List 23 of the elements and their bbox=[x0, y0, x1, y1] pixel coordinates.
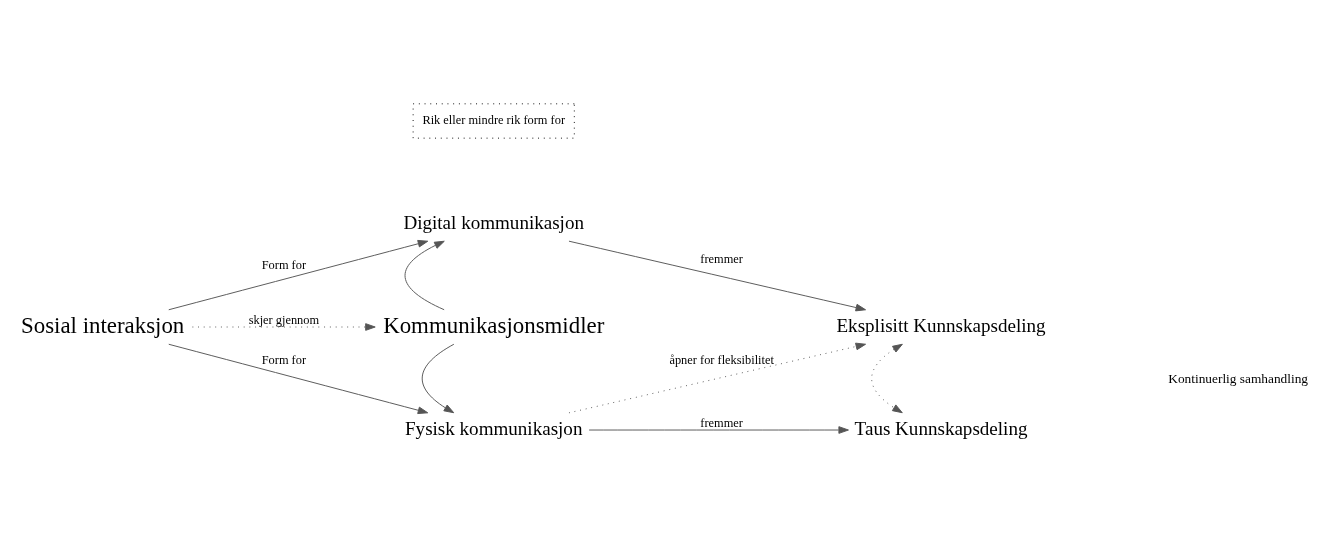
node-box: Rik eller mindre rik form for bbox=[412, 103, 575, 139]
arrow bbox=[568, 342, 867, 414]
edge-label: åpner for fleksibilitet bbox=[669, 352, 774, 367]
edge-label: fremmer bbox=[700, 252, 743, 267]
edge-label: Form for bbox=[261, 258, 307, 273]
node-text: Digital kommunikasjon bbox=[403, 211, 584, 233]
node-text: Sosial interaksjon bbox=[21, 312, 185, 338]
node-text: Eksplisitt Kunnskapsdeling bbox=[836, 314, 1046, 336]
arrow bbox=[404, 240, 445, 311]
arrow bbox=[588, 426, 849, 434]
arrow bbox=[168, 239, 429, 311]
arrow bbox=[568, 240, 867, 312]
edge-label: skjer gjennom bbox=[248, 312, 320, 327]
edge-label: Form for bbox=[261, 352, 307, 367]
node-text: Fysisk kommunikasjon bbox=[405, 417, 583, 439]
arrow bbox=[168, 343, 429, 415]
edge-label: fremmer bbox=[700, 415, 743, 430]
arrow bbox=[871, 343, 903, 414]
node-text: Kommunikasjonsmidler bbox=[383, 312, 605, 338]
node-text: Taus Kunnskapsdeling bbox=[854, 417, 1028, 439]
arrow bbox=[421, 343, 455, 414]
arrow bbox=[191, 323, 376, 331]
label: Kontinuerlig samhandling bbox=[1168, 370, 1309, 386]
